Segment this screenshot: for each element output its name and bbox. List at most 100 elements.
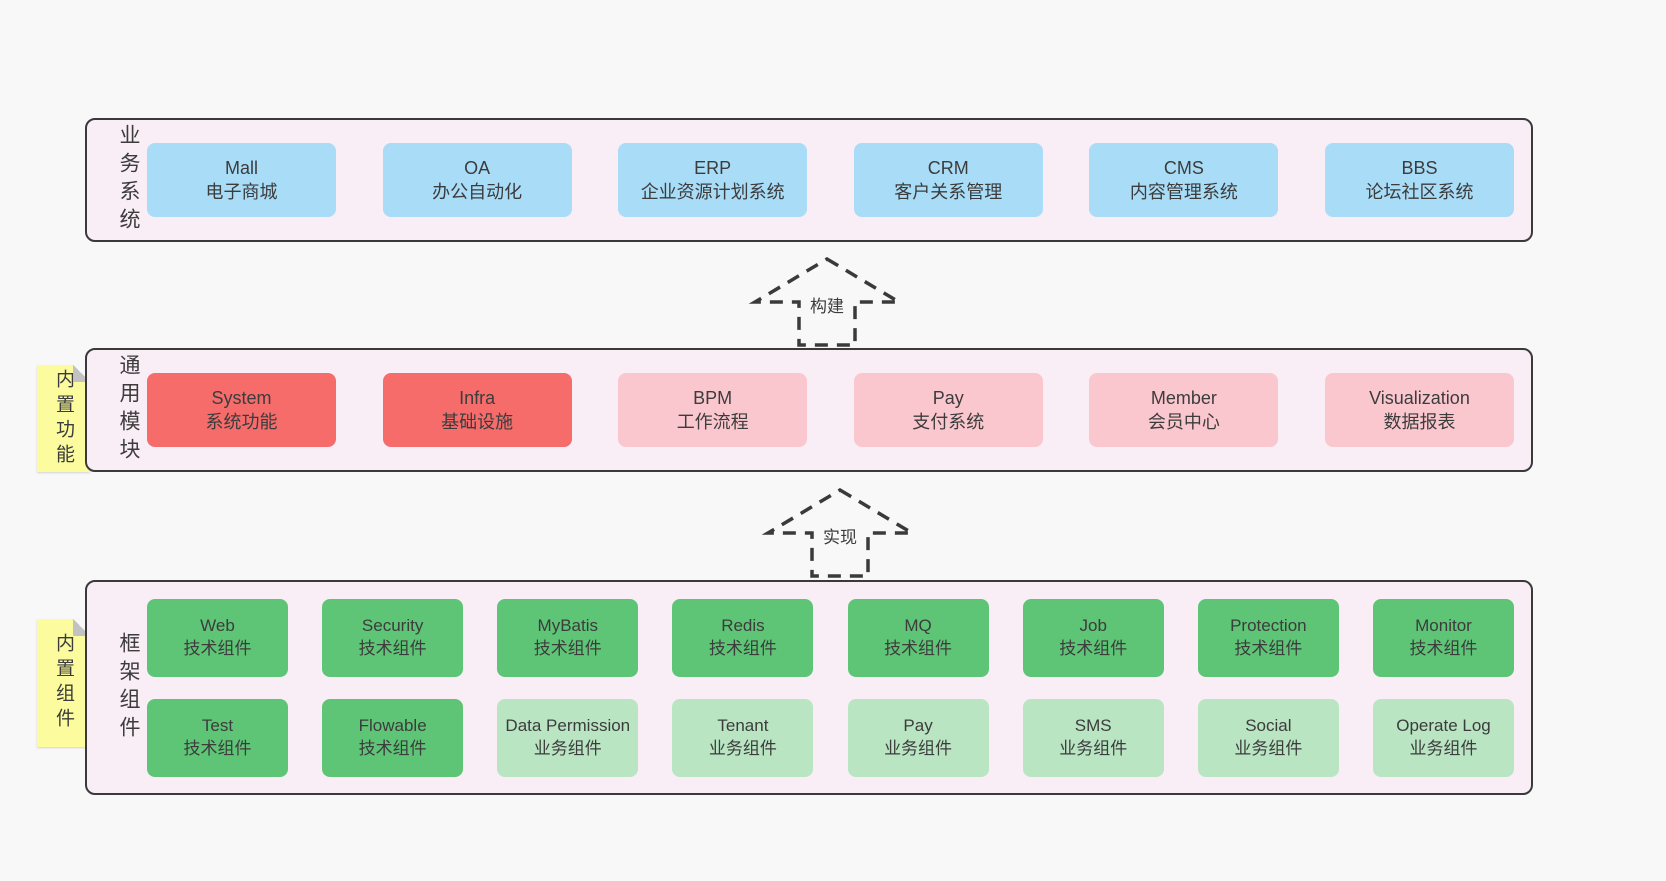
- arrow-label: 构建: [805, 289, 849, 319]
- box-title-zh: 数据报表: [1383, 412, 1456, 432]
- box-title-zh: 业务组件: [884, 738, 953, 758]
- box-title-zh: 业务组件: [1409, 738, 1478, 758]
- box-title-en: Infra: [459, 387, 496, 408]
- box-title-en: ERP: [694, 157, 732, 178]
- box-title-en: Member: [1150, 387, 1217, 408]
- arrow-implement: 实现: [761, 487, 919, 579]
- box-mall: Mall 电子商城: [147, 143, 336, 217]
- box-title-en: CMS: [1163, 157, 1204, 178]
- box-oa: OA 办公自动化: [382, 143, 572, 217]
- box-title-zh: 业务组件: [1234, 738, 1303, 758]
- box-title-en: Tenant: [717, 715, 769, 735]
- box-title-zh: 会员中心: [1147, 412, 1220, 432]
- box-title-en: Social: [1245, 715, 1292, 735]
- box-title-en: Flowable: [358, 715, 427, 735]
- box-bbs: BBS 论坛社区系统: [1324, 143, 1514, 217]
- box-title-zh: 技术组件: [183, 638, 252, 658]
- box-title-en: Web: [200, 615, 235, 635]
- box-title-en: OA: [464, 157, 491, 178]
- box-title-zh: 工作流程: [676, 412, 749, 432]
- box-cms: CMS 内容管理系统: [1089, 143, 1279, 217]
- section-label: 通用模块: [117, 354, 140, 466]
- box-crm: CRM 客户关系管理: [853, 143, 1043, 217]
- section-framework-components: 框架组件 Web 技术组件 Security 技术组件 MyBatis 技术组件…: [85, 580, 1533, 795]
- box-infra: Infra 基础设施: [382, 373, 572, 447]
- box-title-zh: 技术组件: [1234, 638, 1303, 658]
- arrow-build: 构建: [748, 256, 906, 348]
- box-protection: Protection 技术组件: [1197, 598, 1339, 677]
- box-title-zh: 技术组件: [358, 638, 427, 658]
- box-title-zh: 企业资源计划系统: [640, 182, 785, 202]
- box-mybatis: MyBatis 技术组件: [497, 598, 639, 677]
- box-title-en: Pay: [903, 715, 933, 735]
- box-operate-log: Operate Log 业务组件: [1372, 698, 1514, 777]
- box-title-zh: 论坛社区系统: [1365, 182, 1474, 202]
- box-title-zh: 技术组件: [183, 738, 252, 758]
- box-social: Social 业务组件: [1197, 698, 1339, 777]
- box-title-en: MyBatis: [537, 615, 599, 635]
- section-common-modules: 通用模块 System 系统功能 Infra 基础设施 BPM 工作流程 Pay…: [85, 348, 1533, 472]
- sticky-note-label: 内置组件: [53, 633, 74, 733]
- box-data-permission: Data Permission 业务组件: [497, 698, 639, 777]
- box-title-en: MQ: [904, 615, 932, 635]
- box-redis: Redis 技术组件: [672, 598, 814, 677]
- box-pay-module: Pay 支付系统: [853, 373, 1043, 447]
- box-title-en: Security: [361, 615, 424, 635]
- box-flowable: Flowable 技术组件: [322, 698, 464, 777]
- box-title-zh: 电子商城: [205, 182, 278, 202]
- framework-components-row-1: Web 技术组件 Security 技术组件 MyBatis 技术组件 Redi…: [147, 598, 1514, 677]
- box-title-zh: 技术组件: [1409, 638, 1478, 658]
- box-title-en: Monitor: [1415, 615, 1472, 635]
- box-title-en: BBS: [1401, 157, 1438, 178]
- common-modules-row: System 系统功能 Infra 基础设施 BPM 工作流程 Pay 支付系统…: [147, 373, 1514, 447]
- box-title-zh: 业务组件: [533, 738, 602, 758]
- box-title-zh: 技术组件: [1059, 638, 1128, 658]
- box-system: System 系统功能: [147, 373, 336, 447]
- box-monitor: Monitor 技术组件: [1372, 598, 1514, 677]
- section-business-systems: 业务系统 Mall 电子商城 OA 办公自动化 ERP 企业资源计划系统 CRM…: [85, 118, 1533, 242]
- box-title-zh: 业务组件: [1059, 738, 1128, 758]
- box-bpm: BPM 工作流程: [618, 373, 808, 447]
- box-title-zh: 技术组件: [358, 738, 427, 758]
- box-title-zh: 支付系统: [912, 412, 985, 432]
- box-visualization: Visualization 数据报表: [1324, 373, 1514, 447]
- box-title-en: Operate Log: [1396, 715, 1491, 735]
- box-title-zh: 基础设施: [441, 412, 514, 432]
- box-title-zh: 技术组件: [884, 638, 953, 658]
- box-pay-component: Pay 业务组件: [847, 698, 989, 777]
- box-title-en: BPM: [693, 387, 733, 408]
- box-title-zh: 技术组件: [533, 638, 602, 658]
- box-title-en: Job: [1079, 615, 1107, 635]
- box-title-en: System: [211, 387, 272, 408]
- box-tenant: Tenant 业务组件: [672, 698, 814, 777]
- section-label: 框架组件: [117, 631, 140, 744]
- box-title-zh: 业务组件: [708, 738, 777, 758]
- section-label: 业务系统: [117, 124, 140, 236]
- box-test: Test 技术组件: [147, 698, 288, 777]
- box-title-en: Protection: [1230, 615, 1307, 635]
- box-member: Member 会员中心: [1089, 373, 1279, 447]
- box-title-en: Visualization: [1369, 387, 1470, 408]
- box-title-en: Data Permission: [505, 715, 631, 735]
- box-web: Web 技术组件: [147, 598, 288, 677]
- box-title-zh: 办公自动化: [432, 182, 523, 202]
- sticky-note-builtin-features: 内置功能: [37, 365, 90, 472]
- box-title-zh: 内容管理系统: [1129, 182, 1238, 202]
- box-title-en: SMS: [1074, 715, 1112, 735]
- box-title-en: Test: [201, 715, 234, 735]
- box-title-en: Redis: [721, 615, 765, 635]
- box-sms: SMS 业务组件: [1022, 698, 1164, 777]
- box-security: Security 技术组件: [322, 598, 464, 677]
- box-title-en: Mall: [224, 157, 258, 178]
- sticky-note-label: 内置功能: [53, 368, 74, 469]
- box-title-en: CRM: [927, 157, 969, 178]
- box-title-en: Pay: [932, 387, 964, 408]
- box-erp: ERP 企业资源计划系统: [618, 143, 808, 217]
- business-systems-row: Mall 电子商城 OA 办公自动化 ERP 企业资源计划系统 CRM 客户关系…: [147, 143, 1514, 217]
- framework-components-row-2: Test 技术组件 Flowable 技术组件 Data Permission …: [147, 698, 1514, 777]
- box-title-zh: 技术组件: [708, 638, 777, 658]
- box-title-zh: 系统功能: [205, 412, 278, 432]
- box-job: Job 技术组件: [1022, 598, 1164, 677]
- box-title-zh: 客户关系管理: [894, 182, 1003, 202]
